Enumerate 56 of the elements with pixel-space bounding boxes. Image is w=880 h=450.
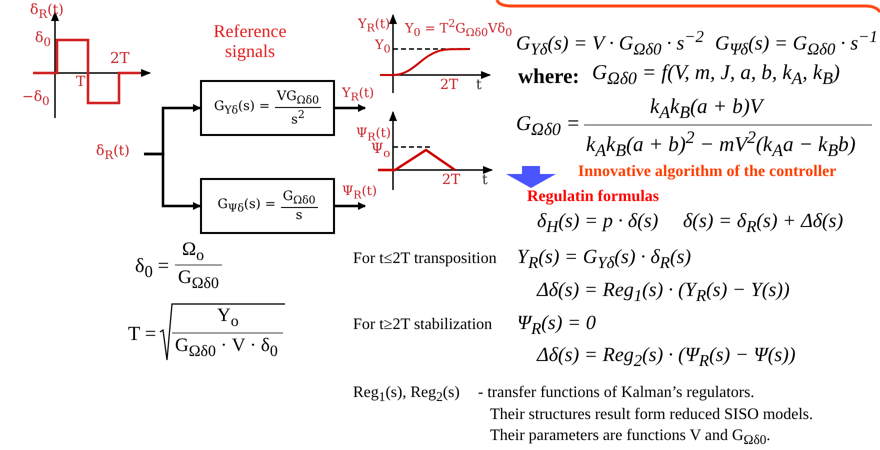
fraction-numerator: G$_{Ωδ0}$ [280, 189, 318, 208]
axis-label: 2T [110, 50, 130, 66]
formula: δ(s) = δ$_{R}$(s) + Δδ(s) [683, 210, 844, 236]
formula-label: where: [518, 65, 580, 88]
formula: Reg$_{1}$(s), Reg$_{2}$(s) [353, 384, 460, 405]
arrow [144, 152, 201, 210]
formula: Y$_{R}$(s) = G$_{Yδ}$(s) · δ$_{R}$(s) [517, 246, 692, 272]
heading: Reference signals [212, 22, 288, 62]
axis-label: Ψ$_{R}$(t) [356, 127, 391, 144]
formula: G$_{Yδ}$(s) = V · G$_{Ωδ0}$ · s$^{−2}$ [516, 28, 704, 59]
formula: δ$_{H}$(s) = p · δ(s) [537, 210, 658, 236]
edge-label: Y$_{R}$(t) [342, 87, 374, 104]
formula: Y$_{0}$ = T$^{2}$G$_{Ωδ0}$Vδ$_{0}$ [405, 18, 512, 39]
fraction-numerator: k$_{A}$k$_{B}$(a + b)V [650, 95, 763, 122]
fraction-denominator: G$_{Ωδ0}$ · V · δ$_{0}$ [175, 336, 278, 360]
fraction-numerator: Ω$_{o}$ [182, 240, 204, 264]
formula: Ψ$_{R}$(s) = 0 [517, 312, 596, 338]
note: Their structures result form reduced SISO models. [490, 406, 814, 424]
axis-label: t [476, 78, 482, 94]
arrow [335, 202, 366, 210]
fraction-numerator: VG$_{Ωδ0}$ [274, 89, 322, 108]
fraction-denominator: G$_{Ωδ0}$ [178, 268, 219, 292]
transfer-function-block [200, 178, 335, 234]
formula: Δδ(s) = Reg$_{2}$(s) · (Ψ$_{R}$(s) − Ψ(s)) [537, 344, 796, 370]
axis-label: t [482, 173, 488, 188]
fraction-denominator: s [296, 208, 302, 223]
arrow [335, 104, 366, 112]
axis-label: δ$_{R}$(t) [30, 3, 64, 21]
axis-label: δ$_{0}$ [35, 31, 51, 49]
note: Innovative algorithm of the controller [578, 163, 836, 181]
axis-label: T [76, 75, 86, 90]
formula: T = [128, 323, 156, 345]
axis-label: 2T [442, 173, 460, 188]
fraction-denominator: k$_{A}$k$_{B}$(a + b)$^{2}$ − mV$^{2}$(k$_{A}$a − k$_{B}$b) [586, 128, 856, 160]
note: - transfer functions of Kalman’s regulators. [478, 384, 754, 402]
note: Their parameters are functions V and G$_{Ωδ0}$. [490, 427, 770, 448]
formula-text: G$_{Yδ}$(s) = [214, 99, 270, 117]
axis-label: Y$_{0}$ [375, 39, 390, 56]
formula: δ$_{0}$ = [135, 255, 170, 282]
edge-label: Ψ$_{R}$(t) [342, 185, 377, 202]
fraction-denominator: s$^{2}$ [291, 108, 305, 127]
axis-label: 2T [440, 78, 458, 94]
axis-label: −δ$_{0}$ [22, 90, 50, 108]
formula: Δδ(s) = Reg$_{1}$(s) · (Y$_{R}$(s) − Y(s)) [537, 279, 790, 306]
formula: G$_{Ψδ}$(s) = G$_{Ωδ0}$ · s$^{−1}$ [715, 28, 878, 59]
formula: G$_{Ωδ0}$ = [516, 112, 580, 140]
condition-text: For t≥2T stabilization [353, 316, 492, 334]
formula: G$_{Ωδ0}$ = f(V, m, J, a, b, k$_{A}$, k$_{B}$) [592, 61, 840, 88]
fraction-numerator: Y$_{o}$ [217, 306, 239, 330]
formula-text: G$_{Ψδ}$(s) = [217, 197, 276, 215]
condition-text: For t≤2T transposition [353, 250, 497, 268]
heading: Regulatin formulas [527, 188, 659, 206]
signal-label: δ$_{R}$(t) [96, 143, 144, 165]
axis-label: Ψ$_{o}$ [371, 142, 390, 160]
axis-label: Y$_{R}$(t) [358, 18, 390, 34]
transfer-function-block [200, 80, 335, 136]
